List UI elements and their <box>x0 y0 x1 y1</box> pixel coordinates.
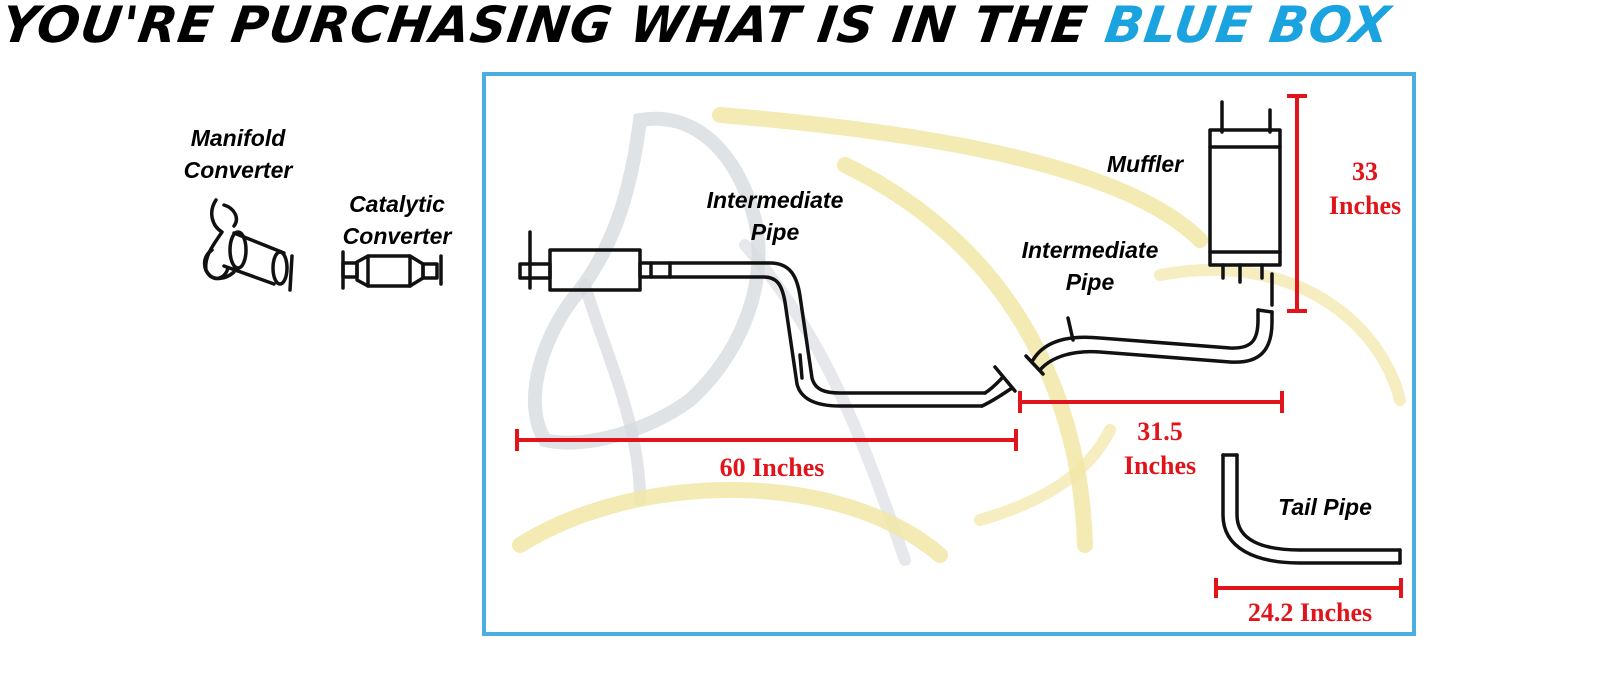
dimension-lines <box>515 94 1403 598</box>
dimension-60-inches-label: 60 Inches <box>719 453 825 482</box>
dimension-line-33-inches <box>1287 94 1307 313</box>
manifold-converter-icon <box>202 198 294 292</box>
dimension-33-inches-label: 33 Inches <box>1328 157 1402 220</box>
tail-pipe-label: Tail Pipe <box>1278 494 1372 520</box>
catalytic-converter-label: Catalytic Converter <box>342 191 452 249</box>
manifold-converter-label: Manifold Converter <box>183 125 293 183</box>
dimension-24-2-inches-label: 24.2 Inches <box>1247 598 1373 627</box>
purchase-highlight-box <box>482 72 1416 636</box>
intermediate-pipe-2-drawing <box>1024 308 1274 376</box>
dimension-line-24-2-inches <box>1214 578 1403 598</box>
intermediate-pipe-1-drawing <box>518 230 1017 408</box>
muffler-drawing <box>1208 100 1282 307</box>
dimension-31-5-inches-label: 31.5 Inches <box>1123 417 1197 480</box>
dimension-line-60-inches <box>515 429 1018 451</box>
intermediate-pipe-1-label: Intermediate Pipe <box>706 187 844 245</box>
intermediate-pipe-2-label: Intermediate Pipe <box>1021 237 1159 295</box>
muffler-label: Muffler <box>1106 151 1184 177</box>
dimension-line-31-5-inches <box>1018 391 1284 413</box>
catalytic-converter-icon <box>341 250 443 290</box>
tail-pipe-drawing <box>1221 453 1402 565</box>
